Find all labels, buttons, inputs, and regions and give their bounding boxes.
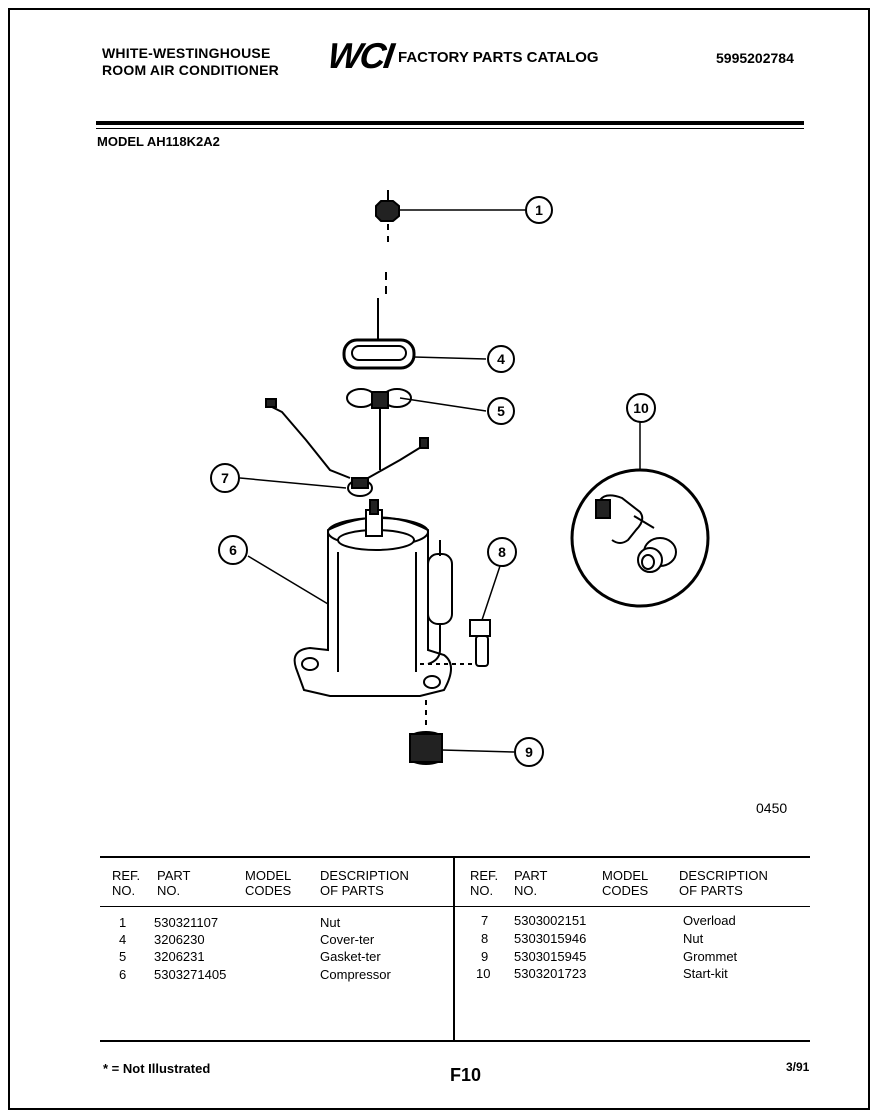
header-ref-left: REF. NO. [112,868,140,898]
part-terminal-gasket-drawing [346,388,412,470]
callout-6: 6 [229,542,237,558]
callout-circle-8 [487,537,517,567]
table-header-rule [100,906,810,907]
callout-circle-7 [210,463,240,493]
callout-circle-10 [626,393,656,423]
header-desc-line1: DESCRIPTION [320,868,409,883]
callout-circle-6 [218,535,248,565]
table-divider [453,857,455,1041]
table-bottom-rule [100,1040,810,1042]
part-nut-drawing [375,190,400,296]
callout-circle-9 [514,737,544,767]
header-desc-left: DESCRIPTION OF PARTS [320,868,409,898]
catalog-title: FACTORY PARTS CATALOG [398,49,599,66]
ref-no: 1 [119,915,127,930]
part-start-kit-drawing [570,468,710,608]
header-desc-line1: DESCRIPTION [679,868,768,883]
part-no: 530321107 [154,915,219,930]
ref-no: 4 [119,932,127,947]
header-model-right: MODEL CODES [602,868,648,898]
part-description: Cover-ter [320,932,375,947]
part-description: Nut [320,915,341,930]
ref-no: 6 [119,967,127,982]
header-ref-right: REF. NO. [470,868,498,898]
part-no: 3206231 [154,949,205,964]
leader-line-8 [481,565,501,621]
header-model-line1: MODEL [245,868,292,883]
part-grommet-drawing [409,700,443,765]
callout-circle-1 [525,196,553,224]
part-no: 5303201723 [514,966,587,981]
header-part-line2: NO. [157,883,181,898]
header-model-line1: MODEL [602,868,649,883]
model-number: MODEL AH118K2A2 [97,134,220,149]
part-description: Start-kit [683,966,728,981]
header-desc-line2: OF PARTS [679,883,743,898]
part-no: 5303015946 [514,931,587,946]
ref-no: 7 [481,913,489,928]
callout-4: 4 [497,351,505,367]
header-part-line1: PART [157,868,191,883]
header-model-line2: CODES [602,883,649,898]
callout-circle-5 [487,397,515,425]
header-ref-line2: NO. [112,883,136,898]
ref-no: 5 [119,949,127,964]
header-ref-line2: NO. [470,883,494,898]
header-part-right: PART NO. [514,868,547,898]
figure-code: 0450 [756,800,788,816]
part-overload-drawing [265,398,429,497]
header-part-line2: NO. [514,883,538,898]
part-no: 5303002151 [514,913,587,928]
part-no: 5303015945 [514,949,587,964]
page-border-left [8,8,10,1110]
part-description: Nut [683,931,704,946]
header-model-left: MODEL CODES [245,868,291,898]
page-border-top [8,8,870,10]
brand-block: WHITE-WESTINGHOUSE ROOM AIR CONDITIONER [102,45,279,79]
page-number: F10 [450,1065,482,1085]
part-description: Overload [683,913,736,928]
header-rule-thin [96,128,804,129]
callout-10: 10 [633,400,649,416]
callout-9: 9 [525,744,533,760]
part-description: Gasket-ter [320,949,381,964]
leader-line-7 [239,477,347,489]
document-number: 5995202784 [716,50,794,66]
header-ref-line1: REF. [470,868,499,883]
ref-no: 10 [476,966,491,981]
leader-line-5 [399,397,487,412]
part-no: 3206230 [154,932,205,947]
part-no: 5303271405 [154,967,227,982]
callout-1: 1 [535,202,543,218]
not-illustrated-note: * = Not Illustrated [103,1061,211,1076]
ref-no: 9 [481,949,489,964]
header-rule-thick [96,121,804,125]
ref-no: 8 [481,931,489,946]
leader-line-9 [441,749,515,753]
header-part-left: PART NO. [157,868,190,898]
header-model-line2: CODES [245,883,292,898]
callout-5: 5 [497,403,505,419]
header-part-line1: PART [514,868,548,883]
part-description: Compressor [320,967,391,982]
header-desc-right: DESCRIPTION OF PARTS [679,868,768,898]
revision-date: 3/91 [786,1060,810,1074]
table-top-rule [100,856,810,858]
part-compressor-drawing [293,499,480,697]
product-type: ROOM AIR CONDITIONER [102,62,279,78]
callout-8: 8 [498,544,506,560]
header-desc-line2: OF PARTS [320,883,384,898]
header-ref-line1: REF. [112,868,141,883]
page-border [8,8,870,1110]
callout-7: 7 [221,470,229,486]
brand-name: WHITE-WESTINGHOUSE [102,45,271,61]
part-description: Grommet [683,949,738,964]
part-terminal-cover-drawing [342,298,416,370]
callout-circle-4 [487,345,515,373]
leader-line-4 [413,356,487,360]
exploded-parts-diagram: 1 4 5 7 6 8 9 10 [210,190,710,767]
leader-line-6 [247,555,329,605]
part-mount-nut-drawing [469,619,491,667]
